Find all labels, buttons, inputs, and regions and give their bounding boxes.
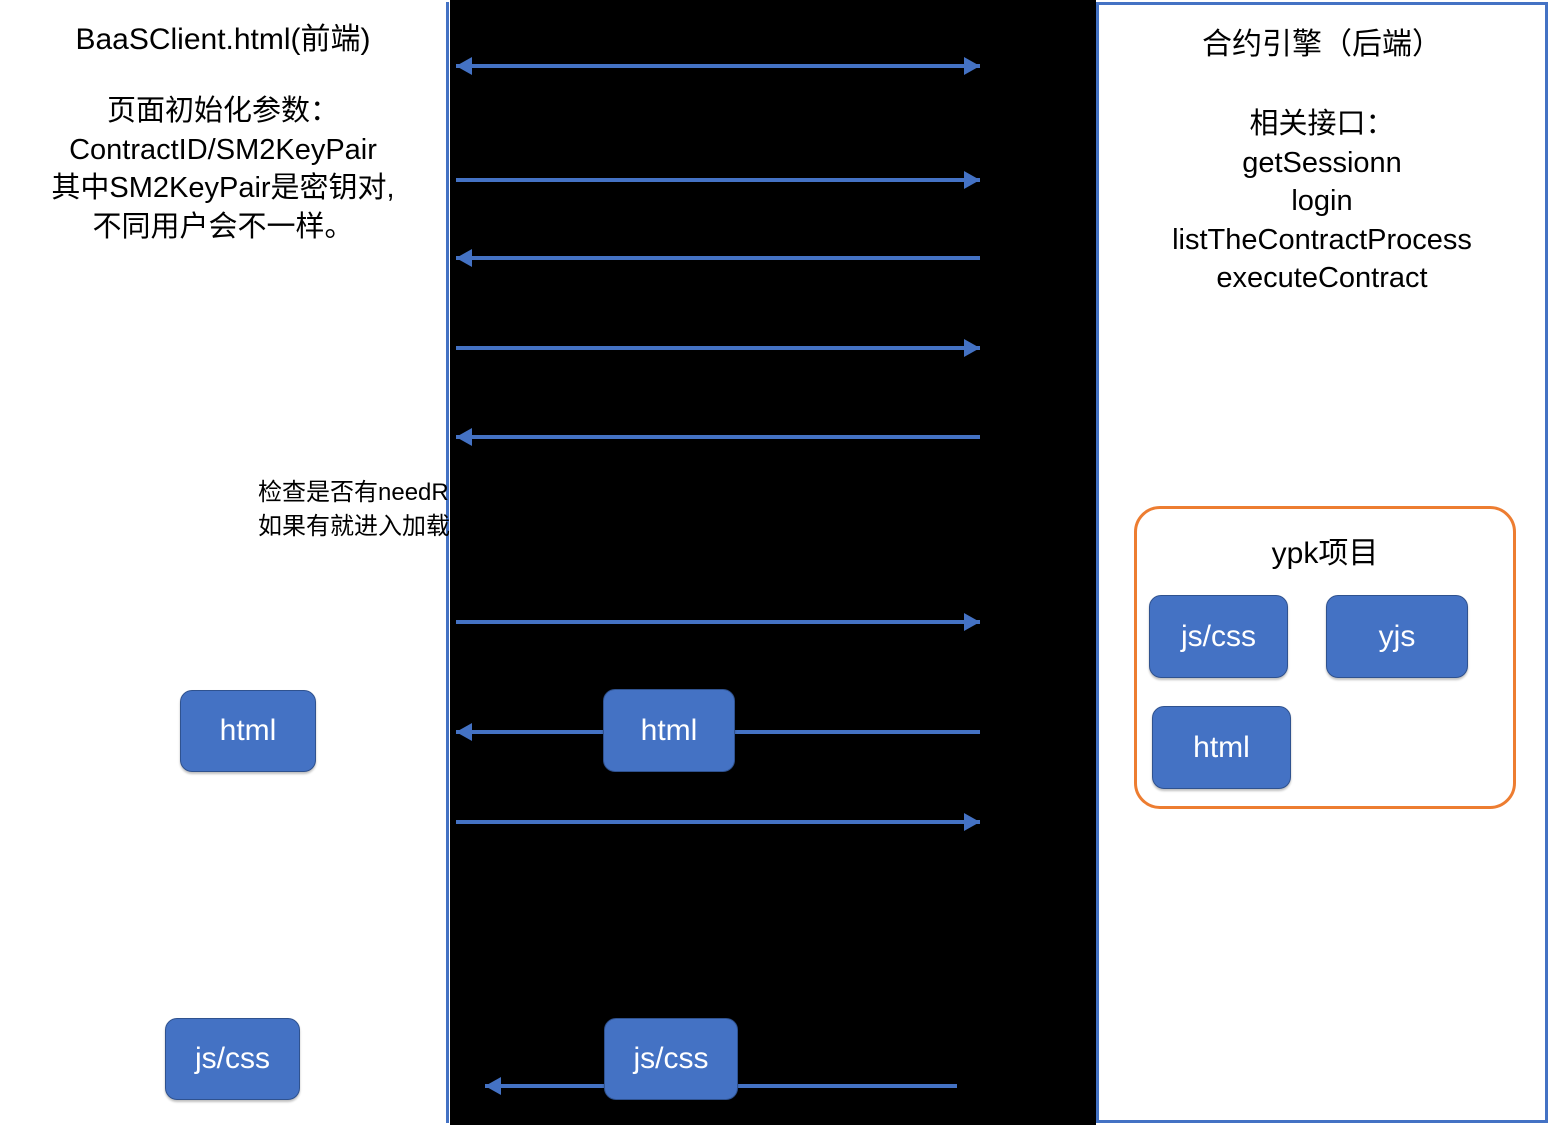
arrow-shaft [456,346,980,350]
arrow-left-3 [456,249,980,267]
left-box-html[interactable]: html [180,690,316,772]
left-panel-title: BaaSClient.html(前端) [75,23,371,56]
arrow-head-right-icon [964,57,980,75]
ypk-box-html[interactable]: html [1152,706,1291,789]
note-check-needr: 检查是否有needR 如果有就进入加载 [258,479,450,541]
ypk-box-yjs-label: yjs [1378,619,1416,653]
left-panel-baasclient: BaaSClient.html(前端) 页面初始化参数： ContractID/… [0,2,449,1123]
ypk-box-yjs[interactable]: yjs [1326,595,1468,678]
arrow-head-left-icon [456,428,472,446]
arrow-head-right-icon [964,813,980,831]
arrow-head-left-icon [456,249,472,267]
arrow-shaft [456,435,980,439]
arrow-head-right-icon [964,339,980,357]
right-panel-contract-engine: 合约引擎（后端） 相关接口： getSessionn login listThe… [1096,2,1548,1123]
arrow-right-4 [456,339,980,357]
arrow-head-left-icon [456,723,472,741]
lane-box-jscss-label: js/css [633,1042,709,1075]
arrow-shaft [456,178,980,182]
left-box-html-label: html [219,714,277,747]
ypk-box-jscss-label: js/css [1181,619,1256,653]
arrow-shaft [456,256,980,260]
lane-box-jscss[interactable]: js/css [604,1018,738,1100]
arrow-right-2 [456,171,980,189]
arrow-right-8 [456,813,980,831]
middle-lane-background [450,0,1096,1125]
arrow-shaft [456,820,980,824]
arrow-shaft [456,64,980,68]
arrow-head-right-icon [964,613,980,631]
right-panel-title: 合约引擎（后端） [1202,28,1442,61]
arrow-head-right-icon [964,171,980,189]
arrow-bidirectional-1 [456,57,980,75]
left-box-jscss[interactable]: js/css [165,1018,300,1100]
arrow-head-left-icon [456,57,472,75]
ypk-project-title: ypk项目 [1271,537,1379,570]
arrow-right-6 [456,613,980,631]
ypk-box-jscss[interactable]: js/css [1149,595,1288,678]
ypk-box-html-label: html [1193,730,1250,764]
arrow-left-5 [456,428,980,446]
lane-box-html-label: html [640,713,698,747]
arrow-shaft [456,620,980,624]
left-box-jscss-label: js/css [195,1042,270,1075]
ypk-project-container [1134,506,1516,809]
right-panel-body-text: 相关接口： getSessionn login listTheContractP… [1172,108,1472,295]
left-panel-body-text: 页面初始化参数： ContractID/SM2KeyPair 其中SM2KeyP… [51,95,395,243]
lane-box-html[interactable]: html [603,689,735,772]
arrow-head-left-icon [485,1077,501,1095]
